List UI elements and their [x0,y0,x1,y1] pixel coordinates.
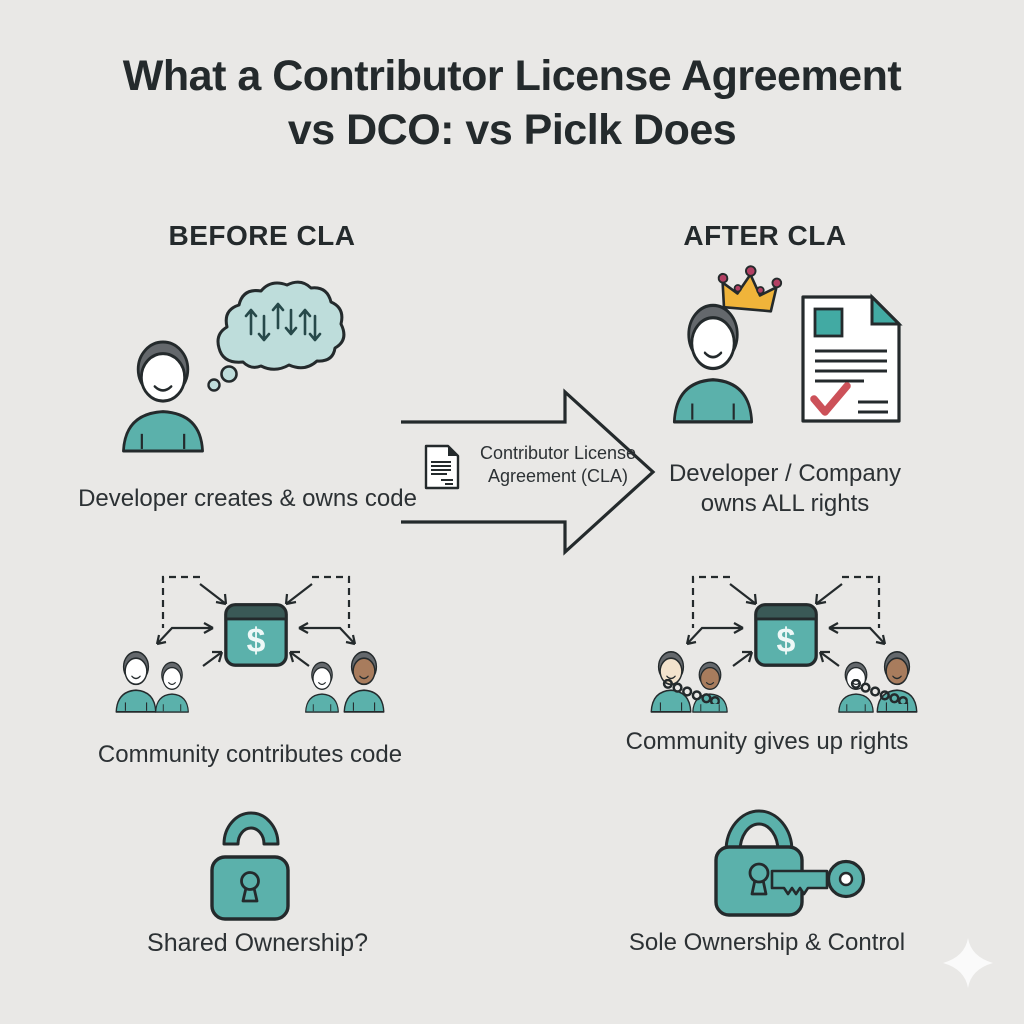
keyhole-icon [240,871,260,903]
caption-before-mid: Community contributes code [97,741,403,768]
signed-contract-icon [801,293,903,423]
caption-before-top: Developer creates & owns code [78,485,417,512]
community-member-icon [303,660,341,713]
document-icon [424,444,460,490]
keyhole-icon [748,862,770,896]
caption-after-bottom: Sole Ownership & Control [628,929,906,956]
cla-arrow-label: Contributor License Agreement (CLA) [479,443,637,486]
page-title-line2: vs DCO: vs Piclk Does [287,106,737,154]
column-header-before: BEFORE CLA [168,220,356,251]
open-lock-icon [210,811,290,921]
column-header-after: AFTER CLA [683,220,847,251]
right-arrow-icon [401,388,656,556]
crown-icon [717,265,783,313]
developer-crowned-icon [668,300,758,424]
checkmark-icon [810,382,851,416]
developer-icon [117,337,209,453]
caption-before-bottom: Shared Ownership? [147,929,368,957]
thought-cloud-icon [207,280,346,392]
closed-lock-key-icon [714,809,866,917]
sparkle-icon [943,938,993,988]
code-flow-arrows-icon [244,302,322,342]
community-member-icon [341,649,387,713]
cla-arrow: Contributor License Agreement (CLA) [397,386,659,558]
caption-after-top: Developer / Company owns ALL rights [668,460,902,517]
chain-icon [662,679,720,704]
caption-after-mid: Community gives up rights [625,728,909,755]
key-shaft-icon [770,869,829,896]
chain-icon [850,679,908,704]
page-title-line1: What a Contributor License Agreement [122,52,902,100]
community-member-icon [153,660,191,713]
